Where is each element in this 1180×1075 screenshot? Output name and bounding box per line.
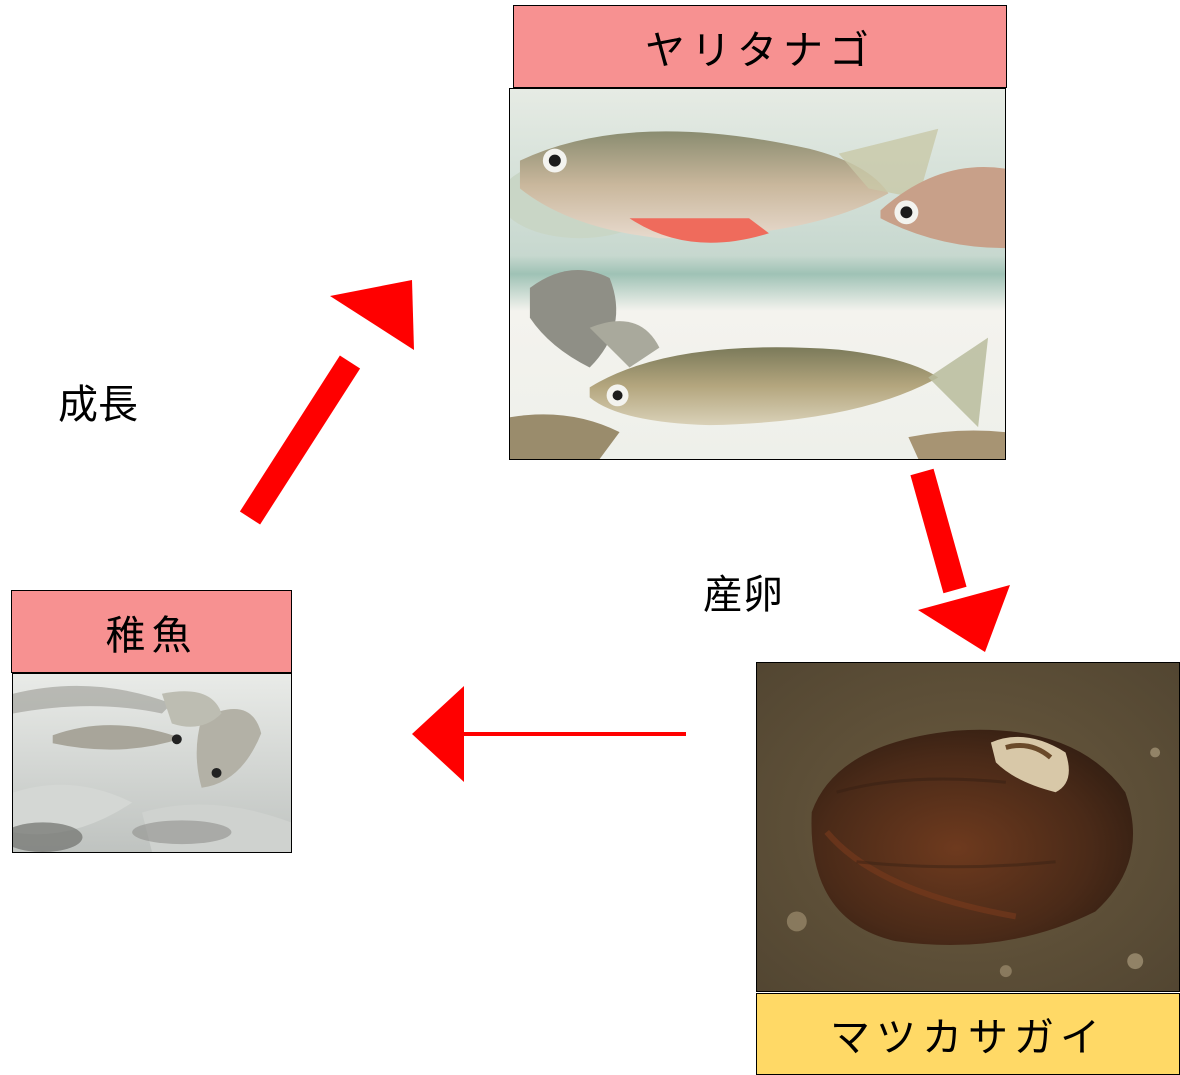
- mussel-photo: [756, 662, 1180, 992]
- mussel-label-box: マツカサガイ: [756, 993, 1180, 1075]
- adult-label: ヤリタナゴ: [645, 27, 875, 74]
- juvenile-label-box: 稚魚: [11, 590, 292, 673]
- juvenile-fish-photo: [12, 673, 292, 853]
- adult-fish-photo: [509, 88, 1006, 460]
- growth-arrow: [239, 280, 414, 525]
- mussel-label: マツカサガイ: [830, 1015, 1106, 1061]
- adult-label-box: ヤリタナゴ: [513, 5, 1007, 88]
- spawning-arrow: [910, 468, 1010, 652]
- spawning-caption: 産卵: [703, 572, 783, 618]
- growth-caption: 成長: [58, 382, 138, 428]
- release-arrow: [412, 686, 686, 782]
- juvenile-label: 稚魚: [105, 612, 198, 659]
